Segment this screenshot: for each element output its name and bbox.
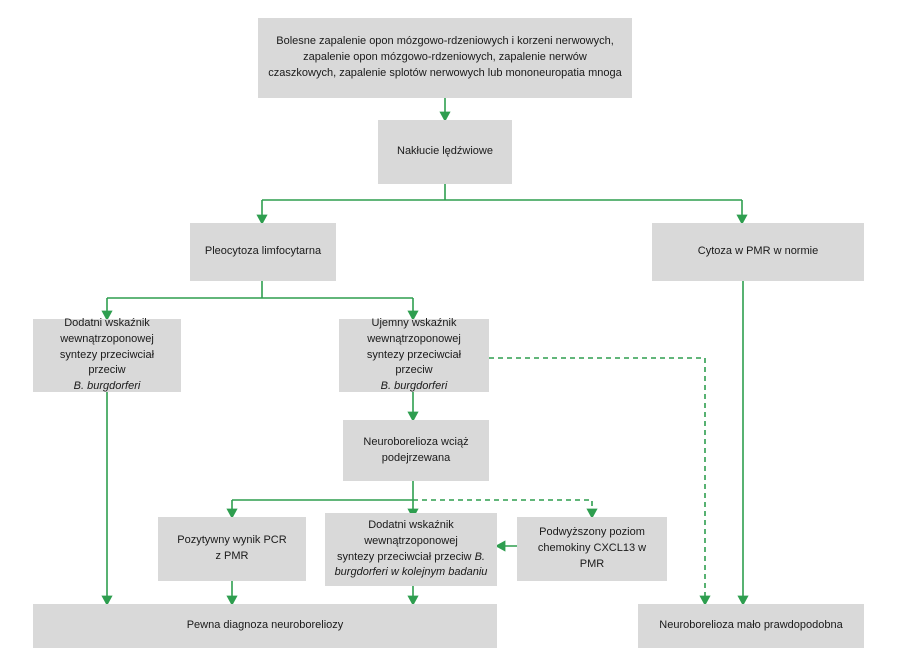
positive-intrathecal-index-species: B. burgdorferi [73,380,141,393]
clinical-presentation-line-3: czaszkowych, zapalenie splotów nerwowych… [268,66,622,79]
definite-diagnosis-label: Pewna diagnoza neuroboreliozy [186,619,344,632]
repeat-index-line-3-prefix: syntezy przeciwciał przeciw [337,550,475,563]
positive-pcr-line-1: Pozytywny wynik PCR [177,534,287,547]
node-clinical-presentation[interactable]: Bolesne zapalenie opon mózgowo-rdzeniowy… [258,18,632,98]
still-suspected-line-2: podejrzewana [381,451,451,464]
lumbar-puncture-label: Nakłucie lędźwiowe [397,145,493,158]
negative-intrathecal-index-species: B. burgdorferi [380,380,448,393]
node-positive-index-repeat[interactable]: Dodatni wskaźnik wewnątrzoponowej syntez… [325,513,497,586]
neuroborreliosis-unlikely-label: Neuroborelioza mało prawdopodobna [659,619,843,632]
negative-intrathecal-index-line-3: syntezy przeciwciał przeciw [366,348,462,377]
elevated-cxcl13-line-1: Podwyższony poziom [539,526,645,539]
node-normal-csf-cytosis[interactable]: Cytoza w PMR w normie [652,223,864,281]
elevated-cxcl13-line-2: chemokiny CXCL13 w PMR [537,542,647,570]
normal-csf-cytosis-label: Cytoza w PMR w normie [697,245,819,258]
node-lymphocytic-pleocytosis[interactable]: Pleocytoza limfocytarna [190,223,336,281]
negative-intrathecal-index-line-1: Ujemny wskaźnik [371,316,457,329]
clinical-presentation-line-1: Bolesne zapalenie opon mózgowo-rdzeniowy… [276,35,614,48]
repeat-index-line-3-italic: B. [474,550,485,563]
still-suspected-line-1: Neuroborelioza wciąż [363,435,469,448]
node-negative-intrathecal-index[interactable]: Ujemny wskaźnik wewnątrzoponowej syntezy… [339,316,489,393]
node-neuroborreliosis-still-suspected[interactable]: Neuroborelioza wciąż podejrzewana [343,420,489,481]
lymphocytic-pleocytosis-label: Pleocytoza limfocytarna [204,245,322,258]
node-elevated-cxcl13[interactable]: Podwyższony poziom chemokiny CXCL13 w PM… [517,517,667,581]
node-definite-diagnosis[interactable]: Pewna diagnoza neuroboreliozy [33,604,497,648]
repeat-index-line-2: wewnątrzoponowej [364,534,458,547]
negative-intrathecal-index-line-2: wewnątrzoponowej [367,332,461,345]
clinical-presentation-line-2: zapalenie opon mózgowo-rdzeniowych, zapa… [303,51,587,64]
positive-intrathecal-index-line-3: syntezy przeciwciał przeciw [59,348,155,377]
repeat-index-line-4: burgdorferi w kolejnym badaniu [334,566,488,579]
node-positive-intrathecal-index[interactable]: Dodatni wskaźnik wewnątrzoponowej syntez… [33,316,181,393]
node-lumbar-puncture[interactable]: Nakłucie lędźwiowe [378,120,512,184]
repeat-index-line-1: Dodatni wskaźnik [368,518,454,531]
positive-intrathecal-index-line-2: wewnątrzoponowej [60,332,154,345]
positive-intrathecal-index-line-1: Dodatni wskaźnik [64,316,150,329]
node-positive-pcr-csf[interactable]: Pozytywny wynik PCR z PMR [158,517,306,581]
node-neuroborreliosis-unlikely[interactable]: Neuroborelioza mało prawdopodobna [638,604,864,648]
positive-pcr-line-2: z PMR [215,550,249,562]
repeat-index-line-3: syntezy przeciwciał przeciw B. [335,550,488,566]
